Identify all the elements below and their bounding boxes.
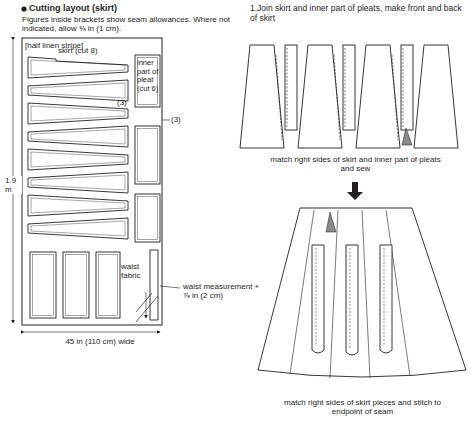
seam-allowance: (3): [171, 115, 187, 124]
seam-line: [31, 198, 125, 213]
fabric-outline: [22, 38, 162, 325]
instruction: match right sides of skirt and inner par…: [268, 155, 443, 173]
seam-line: [31, 129, 125, 144]
skirt-pieces: [28, 57, 128, 239]
seam-line: [31, 60, 125, 75]
seam-line: [31, 175, 125, 190]
skirt-piece: [28, 80, 128, 101]
note: Figures inside brackets show seam allowa…: [22, 15, 232, 33]
assembled-skirt: [258, 208, 466, 378]
seam-allowance: (3): [117, 98, 133, 107]
skirt-piece: [28, 103, 128, 124]
seam-line: [31, 152, 125, 167]
instruction: match right sides of skirt pieces and st…: [280, 398, 445, 416]
skirt-panels: [240, 45, 458, 148]
dimension: 45 in (110 cm) wide: [40, 337, 160, 346]
part-name: inner part of pleat (cut 6): [137, 59, 159, 94]
seam-line: [31, 83, 125, 98]
seam-line: [31, 106, 125, 121]
step-heading: 1.Join skirt and inner part of pleats, m…: [250, 4, 470, 24]
part-name: skirt (cut 8): [58, 46, 128, 55]
part-name: waist fabric: [121, 262, 149, 280]
seam-line: [31, 221, 125, 236]
pleat-pieces: [30, 55, 160, 322]
skirt-piece: [28, 57, 128, 78]
bullet: [21, 6, 26, 11]
skirt-piece: [28, 218, 128, 239]
skirt-piece: [28, 149, 128, 170]
down-arrow: [347, 182, 363, 200]
heading: Cutting layout (skirt): [29, 3, 229, 13]
skirt-piece: [28, 172, 128, 193]
dimension: waist measurement + ⅞ in (2 cm): [183, 282, 263, 300]
dimension: 1.9 m: [4, 176, 22, 194]
skirt-piece: [28, 126, 128, 147]
skirt-piece: [28, 195, 128, 216]
